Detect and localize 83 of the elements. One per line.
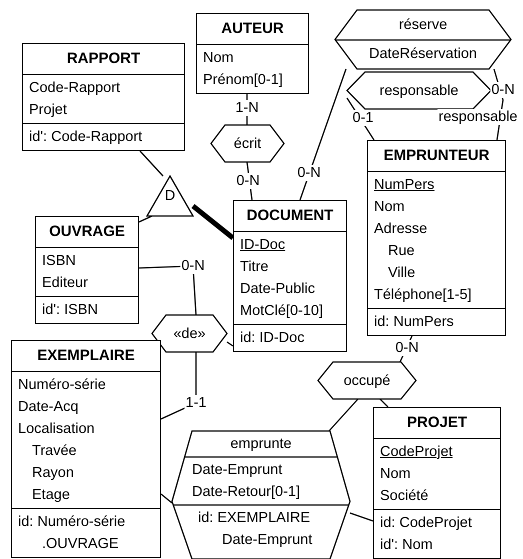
identifier-text: id': Nom bbox=[379, 536, 434, 555]
attribute-text: Etage bbox=[31, 486, 71, 505]
relationship-name: emprunte bbox=[229, 435, 293, 454]
relationship-hexagon bbox=[335, 10, 511, 69]
connector-line bbox=[346, 98, 375, 140]
attribute-text: ID-Doc bbox=[239, 236, 286, 255]
entity-name: OUVRAGE bbox=[48, 222, 126, 242]
relationship-hexagon bbox=[152, 315, 227, 352]
cardinality-label: 1-N bbox=[234, 100, 260, 116]
cardinality-label: 0-N bbox=[296, 165, 322, 181]
relationship-hexagon bbox=[318, 362, 416, 399]
connector-line bbox=[160, 494, 172, 504]
entity-name: RAPPORT bbox=[66, 49, 142, 69]
attribute-text: Localisation bbox=[17, 420, 96, 439]
attribute-text: MotClé[0-10] bbox=[239, 302, 324, 321]
entity-box bbox=[11, 340, 161, 558]
attribute-text: Rayon bbox=[31, 464, 75, 483]
attribute-text: Ville bbox=[387, 264, 416, 283]
identifier-text: id': ISBN bbox=[41, 301, 99, 320]
attribute-text: Projet bbox=[28, 101, 68, 120]
attribute-text: ISBN bbox=[41, 252, 77, 271]
entity-name: EMPRUNTEUR bbox=[382, 146, 490, 166]
attribute-text: Editeur bbox=[41, 274, 89, 293]
connector-line bbox=[328, 398, 358, 432]
attribute-text: NumPers bbox=[373, 176, 436, 195]
attribute-text: Nom bbox=[373, 198, 406, 217]
relationship-name: «de» bbox=[172, 324, 207, 344]
connector-line bbox=[350, 512, 374, 522]
attribute-text: Date-Retour[0-1] bbox=[192, 483, 301, 502]
attribute-text: Date-Acq bbox=[17, 398, 80, 417]
relationship-hexagon bbox=[347, 72, 491, 109]
identifier-text: id': Code-Rapport bbox=[28, 128, 144, 147]
connector-line bbox=[140, 150, 164, 176]
relationship-hexagon bbox=[211, 125, 284, 162]
subtype-triangle bbox=[147, 176, 193, 216]
attribute-text: Nom bbox=[379, 465, 412, 484]
attribute-text: DateRéservation bbox=[368, 45, 478, 64]
attribute-text: Numéro-série bbox=[17, 376, 107, 395]
relationship-name: occupé bbox=[342, 372, 392, 390]
connector-line bbox=[226, 341, 234, 347]
identifier-text: id: CodeProjet bbox=[379, 514, 473, 533]
entity-box bbox=[22, 43, 185, 151]
entity-name: AUTEUR bbox=[220, 19, 285, 39]
attribute-text: CodeProjet bbox=[379, 443, 454, 462]
thick-connector bbox=[191, 204, 235, 240]
relationship-name: responsable bbox=[378, 82, 460, 100]
entity-name: DOCUMENT bbox=[246, 206, 334, 226]
attribute-text: Prénom[0-1] bbox=[202, 71, 284, 90]
attribute-text: Nom bbox=[202, 49, 235, 68]
identifier-text: id: ID-Doc bbox=[239, 329, 306, 348]
entity-box bbox=[373, 407, 501, 559]
cardinality-label: 0-N bbox=[180, 258, 206, 274]
entity-name: EXEMPLAIRE bbox=[36, 346, 136, 366]
connector-line bbox=[138, 215, 152, 223]
role-label: responsable bbox=[438, 109, 518, 125]
relationship-name: écrit bbox=[232, 134, 262, 154]
entity-box bbox=[367, 140, 506, 336]
identifier-text: id: Numéro-série .OUVRAGE bbox=[17, 513, 126, 554]
entity-box bbox=[35, 216, 139, 324]
attribute-text: Société bbox=[379, 487, 430, 506]
identifier-text: id: NumPers bbox=[373, 313, 455, 332]
attribute-text: Adresse bbox=[373, 220, 428, 239]
attribute-text: Code-Rapport bbox=[28, 79, 122, 98]
entity-box bbox=[196, 13, 309, 94]
attribute-text: Date-Emprunt bbox=[192, 461, 284, 480]
connector-line bbox=[299, 68, 347, 200]
connector-line bbox=[380, 398, 388, 408]
connector-line bbox=[160, 352, 197, 420]
cardinality-label: 0-1 bbox=[352, 110, 374, 126]
relationship-name: réserve bbox=[398, 16, 448, 35]
attribute-text: Date-Public bbox=[239, 280, 316, 299]
entity-name: PROJET bbox=[406, 413, 468, 433]
identifier-text: id: EXEMPLAIRE Date-Emprunt bbox=[197, 509, 314, 550]
subtype-letter: D bbox=[164, 187, 176, 206]
cardinality-label: 0-N bbox=[490, 82, 516, 98]
entity-box bbox=[233, 200, 347, 352]
cardinality-label: 0-N bbox=[235, 173, 261, 189]
attribute-text: Téléphone[1-5] bbox=[373, 286, 473, 305]
cardinality-label: 1-1 bbox=[184, 395, 208, 411]
attribute-text: Travée bbox=[31, 442, 78, 461]
attribute-text: Titre bbox=[239, 258, 270, 277]
relationship-hexagon bbox=[172, 431, 350, 559]
attribute-text: Rue bbox=[387, 242, 416, 261]
